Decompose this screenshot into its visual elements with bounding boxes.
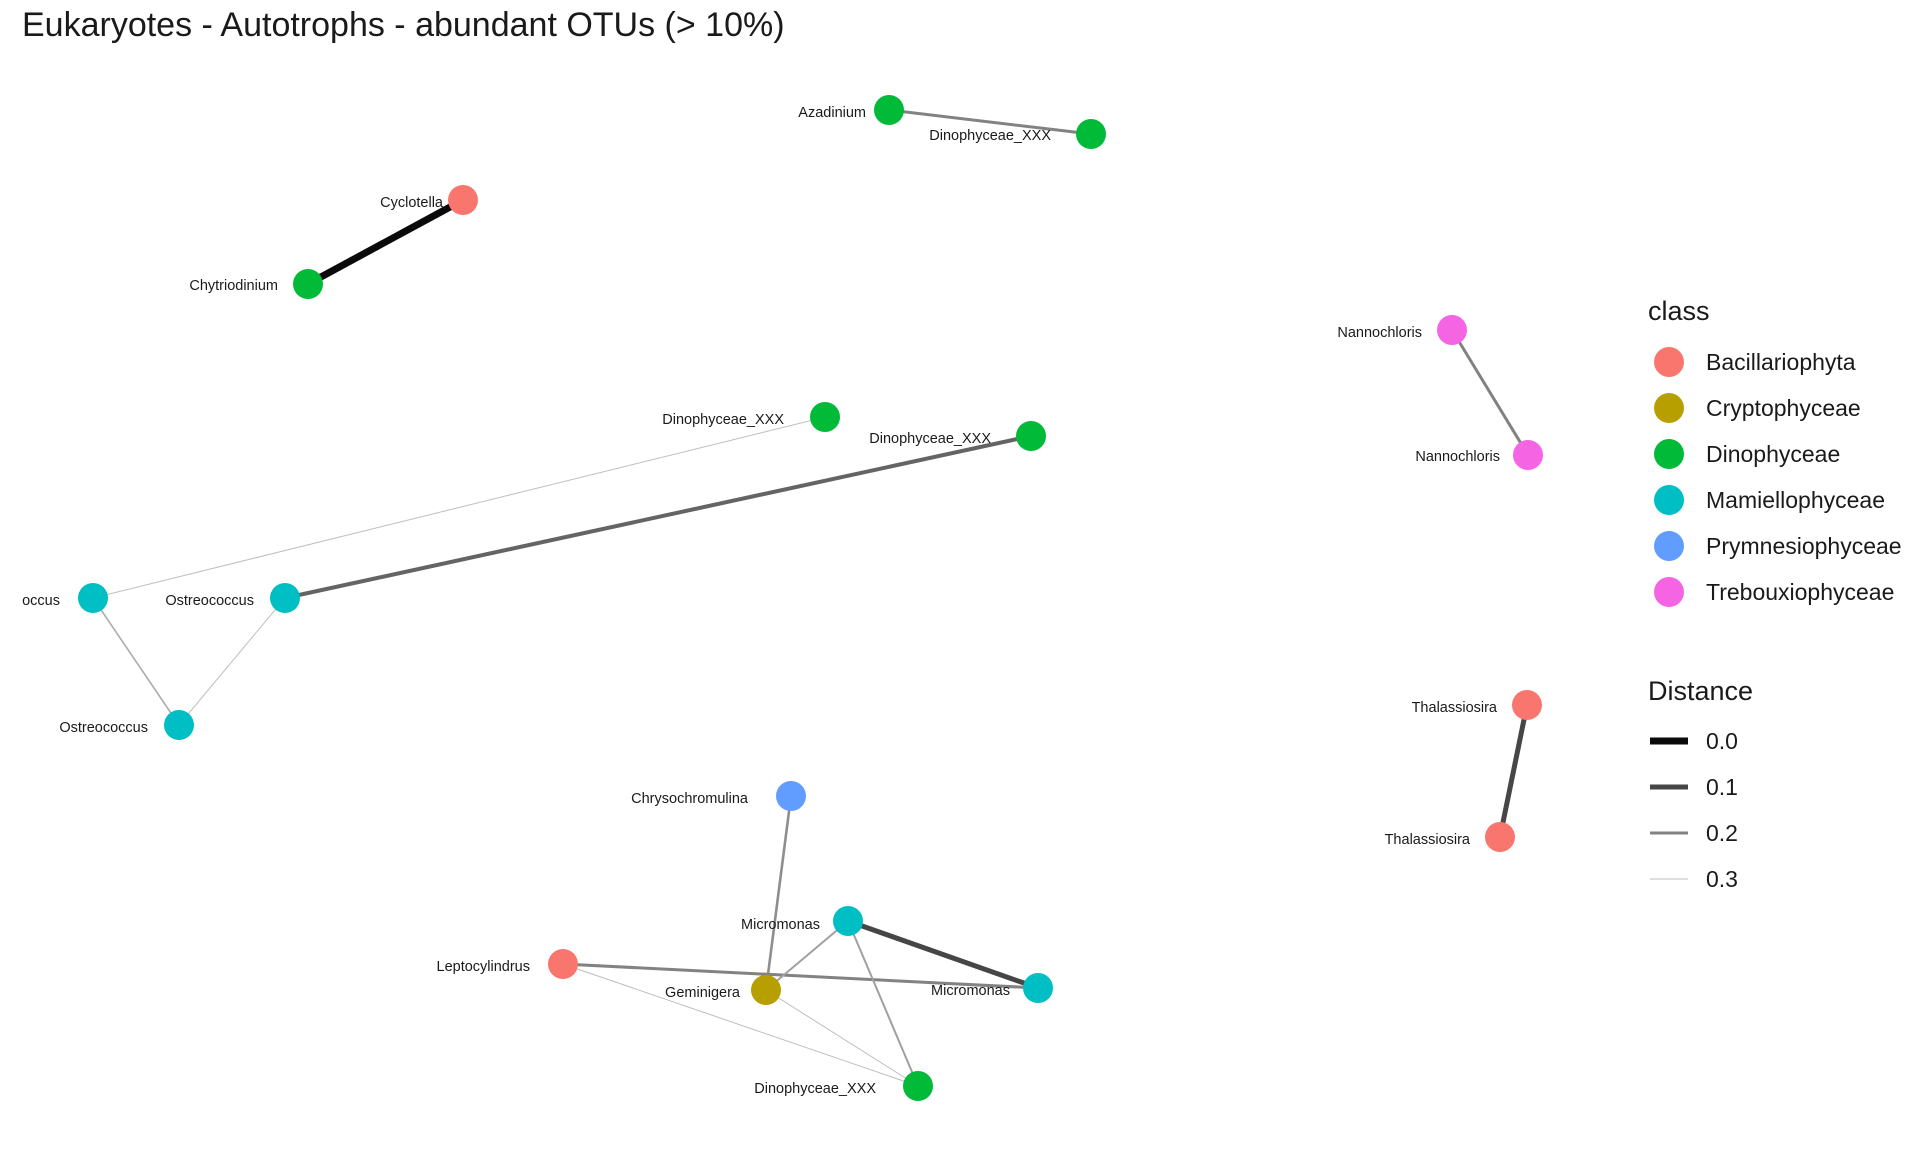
- edge-lepto-micro2: [562, 962, 1039, 990]
- node-dino1: [1076, 119, 1106, 149]
- node-thal2: [1485, 822, 1515, 852]
- node-label-azadinium: Azadinium: [798, 105, 866, 121]
- edge-micro1-dino4: [847, 920, 919, 1087]
- legend-class-swatch: [1654, 485, 1684, 515]
- legend-class-label: Bacillariophyta: [1706, 349, 1856, 375]
- node-label-nanno1: Nannochloris: [1337, 325, 1422, 341]
- node-thal1: [1512, 690, 1542, 720]
- edge-ostreo2-dino3: [284, 434, 1032, 600]
- edge-cyclotella-chytriodinium: [306, 196, 465, 288]
- legend-distance-label: 0.0: [1706, 728, 1738, 754]
- legend-class-label: Trebouxiophyceae: [1706, 579, 1894, 605]
- node-label-micro1: Micromonas: [741, 917, 820, 933]
- edge-micro1-gemini: [765, 920, 849, 991]
- edge-thal1-thal2: [1497, 704, 1530, 838]
- legend-class-label: Prymnesiophyceae: [1706, 533, 1902, 559]
- node-label-cyclotella: Cyclotella: [380, 195, 444, 211]
- legend-class-swatch: [1654, 439, 1684, 469]
- node-dino2: [810, 402, 840, 432]
- edge-gemini-dino4: [765, 989, 919, 1087]
- legend-distance-label: 0.3: [1706, 866, 1738, 892]
- node-dino4: [903, 1071, 933, 1101]
- legend-class-swatch: [1654, 531, 1684, 561]
- node-label-dino4: Dinophyceae_XXX: [754, 1081, 876, 1097]
- node-label-chytriodinium: Chytriodinium: [189, 278, 278, 294]
- node-label-ostreo3: Ostreococcus: [59, 720, 148, 736]
- legend-class-label: Mamiellophyceae: [1706, 487, 1885, 513]
- node-label-dino1: Dinophyceae_XXX: [929, 128, 1051, 144]
- edge-nanno1-nanno2: [1450, 329, 1530, 456]
- node-nanno2: [1513, 440, 1543, 470]
- node-label-nanno2: Nannochloris: [1415, 449, 1500, 465]
- node-label-lepto: Leptocylindrus: [437, 959, 531, 975]
- node-chryso: [776, 781, 806, 811]
- legend-class-swatch: [1654, 577, 1684, 607]
- node-micro1: [833, 906, 863, 936]
- node-azadinium: [874, 95, 904, 125]
- legend-distance: Distance 0.0 0.1 0.2 0.3: [1648, 676, 1753, 892]
- node-label-chryso: Chrysochromulina: [631, 791, 749, 807]
- node-ostreo2: [270, 583, 300, 613]
- chart-title: Eukaryotes - Autotrophs - abundant OTUs …: [22, 6, 785, 44]
- node-label-dino3: Dinophyceae_XXX: [869, 431, 991, 447]
- node-ostreo3: [164, 710, 194, 740]
- legend-class-swatch: [1654, 347, 1684, 377]
- edge-azadinium-dino1: [888, 108, 1092, 136]
- node-gemini: [751, 975, 781, 1005]
- node-micro2: [1023, 973, 1053, 1003]
- node-ostreo1: [78, 583, 108, 613]
- legend-class-swatch: [1654, 393, 1684, 423]
- legend-class-label: Dinophyceae: [1706, 441, 1840, 467]
- node-dino3: [1016, 421, 1046, 451]
- node-label-ostreo1: occus: [22, 593, 60, 609]
- node-label-dino2: Dinophyceae_XXX: [662, 412, 784, 428]
- edge-lepto-dino4: [562, 963, 919, 1087]
- node-label-thal1: Thalassiosira: [1412, 700, 1498, 716]
- node-lepto: [548, 949, 578, 979]
- legend-distance-title: Distance: [1648, 676, 1753, 706]
- legend-class-title: class: [1648, 296, 1710, 326]
- legend-distance-label: 0.2: [1706, 820, 1738, 846]
- node-cyclotella: [448, 185, 478, 215]
- node-chytriodinium: [293, 269, 323, 299]
- node-label-gemini: Geminigera: [665, 985, 741, 1001]
- nodes-layer: [78, 95, 1543, 1101]
- edge-micro1-micro2: [847, 918, 1039, 991]
- node-label-thal2: Thalassiosira: [1385, 832, 1471, 848]
- legend-class-label: Cryptophyceae: [1706, 395, 1861, 421]
- legend-distance-label: 0.1: [1706, 774, 1738, 800]
- node-label-ostreo2: Ostreococcus: [165, 593, 254, 609]
- edges-layer: [92, 108, 1530, 1087]
- node-nanno1: [1437, 315, 1467, 345]
- node-label-micro2: Micromonas: [931, 983, 1010, 999]
- edge-ostreo2-ostreo3: [178, 597, 286, 726]
- edge-chryso-gemini: [764, 795, 793, 991]
- edge-ostreo1-ostreo3: [92, 597, 180, 726]
- edge-ostreo1-dino2: [92, 416, 826, 599]
- legend-class: class BacillariophytaCryptophyceaeDinoph…: [1648, 296, 1902, 607]
